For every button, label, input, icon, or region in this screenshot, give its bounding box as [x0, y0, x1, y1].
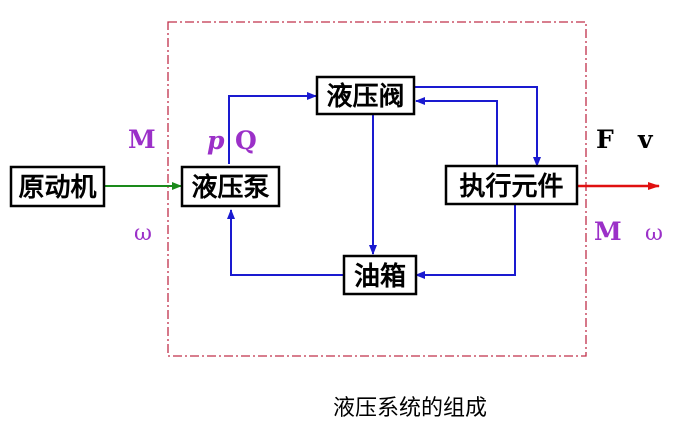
pump-box: 液压泵 — [180, 165, 281, 208]
prime-mover-box: 原动机 — [9, 165, 106, 208]
pump-label: 液压泵 — [191, 173, 269, 203]
tank-box: 油箱 — [342, 254, 418, 296]
output-velocity-label: v — [637, 125, 654, 154]
pump-to-valve-line — [228, 92, 317, 164]
output-speed-label: ω — [645, 221, 663, 246]
tank-to-pump-line — [227, 209, 343, 276]
system-boundary — [167, 21, 587, 357]
output-torque-label: M — [594, 217, 622, 246]
output-force-label: F — [596, 125, 614, 154]
actuator-to-valve-line — [415, 97, 498, 166]
input-speed-label: ω — [134, 221, 152, 246]
actuator-to-tank-line — [415, 204, 516, 279]
valve-box: 液压阀 — [315, 75, 416, 116]
diagram-caption: 液压系统的组成 — [333, 396, 487, 421]
pump-flow-label: Q — [235, 126, 257, 155]
valve-label: 液压阀 — [326, 82, 404, 112]
tank-label: 油箱 — [354, 261, 406, 292]
pump-pressure-label: p — [207, 126, 225, 155]
input-torque-label: M — [128, 125, 156, 154]
valve-to-actuator-line — [414, 86, 541, 167]
prime-mover-label: 原动机 — [18, 173, 96, 203]
actuator-box: 执行元件 — [444, 164, 579, 206]
actuator-label: 执行元件 — [459, 171, 563, 202]
